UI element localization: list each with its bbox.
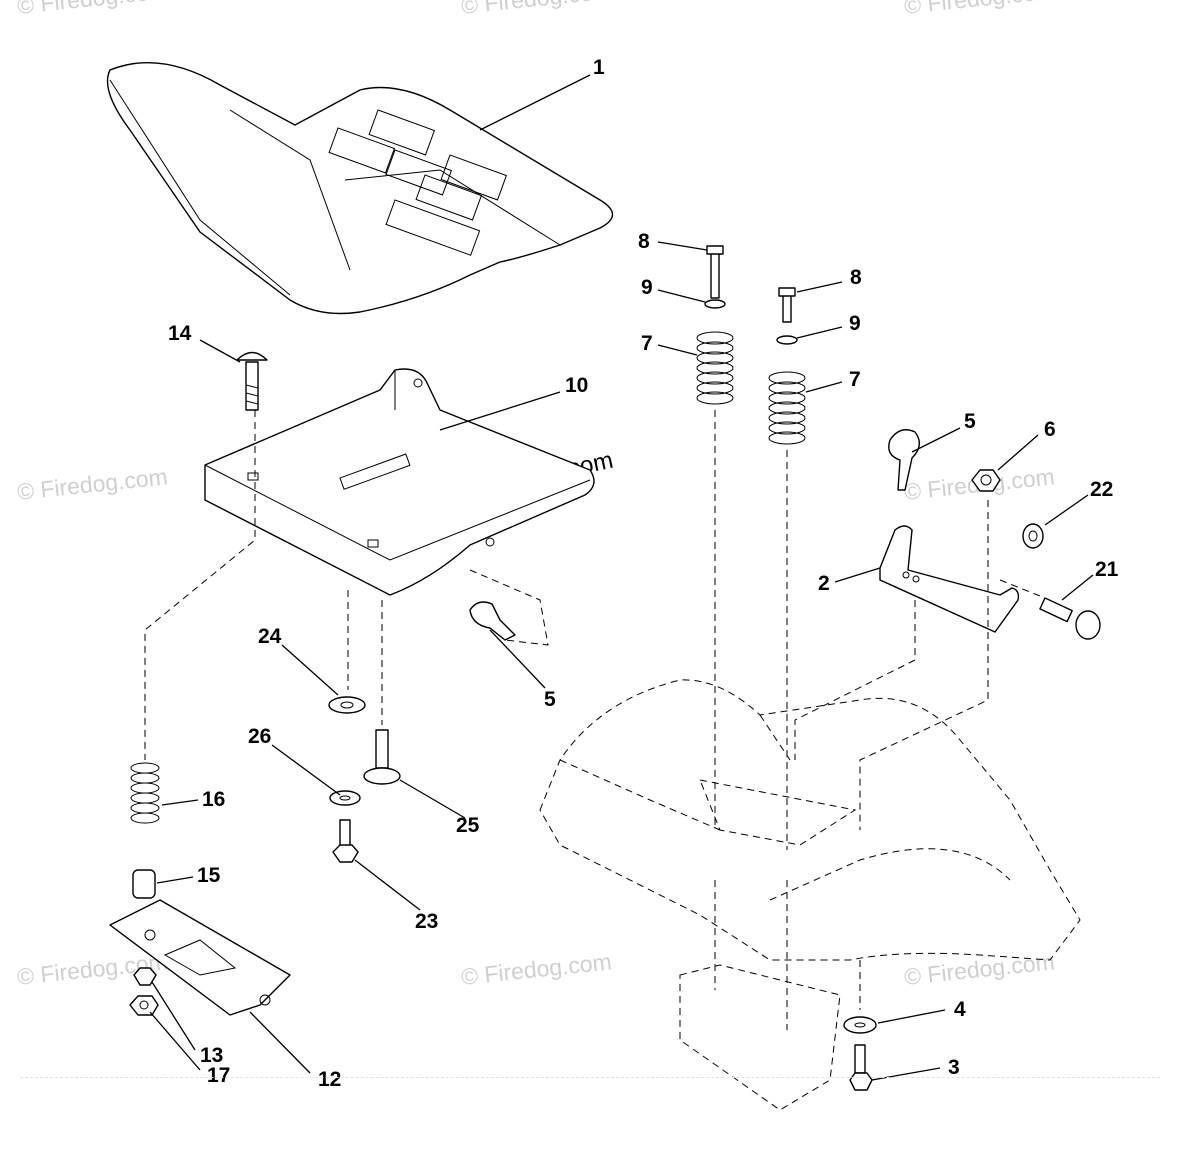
- flange-nut-part: [1022, 523, 1044, 549]
- callout-22: 22: [1090, 478, 1113, 501]
- callout-2: 2: [818, 572, 830, 595]
- clip-part-lower: [469, 601, 516, 641]
- callout-8: 8: [638, 230, 650, 253]
- watermark: © Firedog.com: [460, 948, 613, 990]
- callouts: 1 14 10 8 9 7 8 9 7 5 6 22 2 21 24 5 26 …: [168, 56, 1119, 1091]
- callout-24: 24: [258, 625, 282, 648]
- watermark: © Firedog.com: [16, 0, 169, 19]
- callout-8: 8: [850, 266, 862, 289]
- callout-21: 21: [1095, 558, 1119, 581]
- nut-13-part: [133, 967, 157, 986]
- spring-16-part: [130, 762, 160, 824]
- bolt-3-part: [849, 1044, 873, 1091]
- callout-23: 23: [415, 910, 438, 933]
- spring-left-part: [696, 245, 734, 405]
- leader-lines: [149, 74, 1094, 1081]
- bracket-part: [879, 525, 1020, 633]
- callout-14: 14: [168, 322, 192, 345]
- carriage-bolt-part: [236, 351, 268, 411]
- watermark: © Firedog.com: [460, 0, 613, 19]
- callout-3: 3: [948, 1056, 960, 1079]
- watermark: © Firedog.com: [903, 0, 1056, 19]
- washer-4-part: [843, 1016, 877, 1034]
- plate-12-part: [109, 899, 291, 1016]
- callout-17: 17: [207, 1064, 230, 1087]
- callout-5: 5: [544, 688, 556, 711]
- callout-10: 10: [565, 374, 588, 397]
- callout-4: 4: [954, 998, 966, 1021]
- spring-right-part: [768, 287, 806, 445]
- callout-7: 7: [849, 368, 861, 391]
- bottom-rule: [20, 1077, 1160, 1078]
- watermark: © Firedog.com: [16, 463, 169, 505]
- seat-part: [106, 62, 614, 315]
- callout-13: 13: [200, 1044, 223, 1067]
- washer-24-part: [328, 696, 366, 714]
- callout-12: 12: [318, 1068, 341, 1091]
- callout-9: 9: [641, 276, 653, 299]
- callout-6: 6: [1044, 418, 1056, 441]
- nut-17-part: [129, 995, 159, 1016]
- callout-1: 1: [593, 56, 605, 79]
- spacer-15-part: [132, 869, 156, 899]
- callout-7: 7: [641, 332, 653, 355]
- bolt-23-part: [332, 819, 359, 863]
- callout-15: 15: [197, 864, 221, 887]
- clip-part-upper: [888, 429, 920, 491]
- seat-pan-part: [204, 368, 595, 596]
- bolt-25-part: [363, 729, 401, 785]
- callout-9: 9: [849, 312, 861, 335]
- callout-5: 5: [964, 410, 976, 433]
- callout-16: 16: [202, 788, 225, 811]
- lock-washer-26-part: [329, 790, 361, 806]
- assembly-lines: [144, 410, 1046, 1030]
- nut-part: [971, 469, 1001, 492]
- shoulder-bolt-part: [1039, 597, 1101, 640]
- frame-part: [539, 679, 1081, 1111]
- callout-25: 25: [456, 814, 480, 837]
- callout-26: 26: [248, 725, 271, 748]
